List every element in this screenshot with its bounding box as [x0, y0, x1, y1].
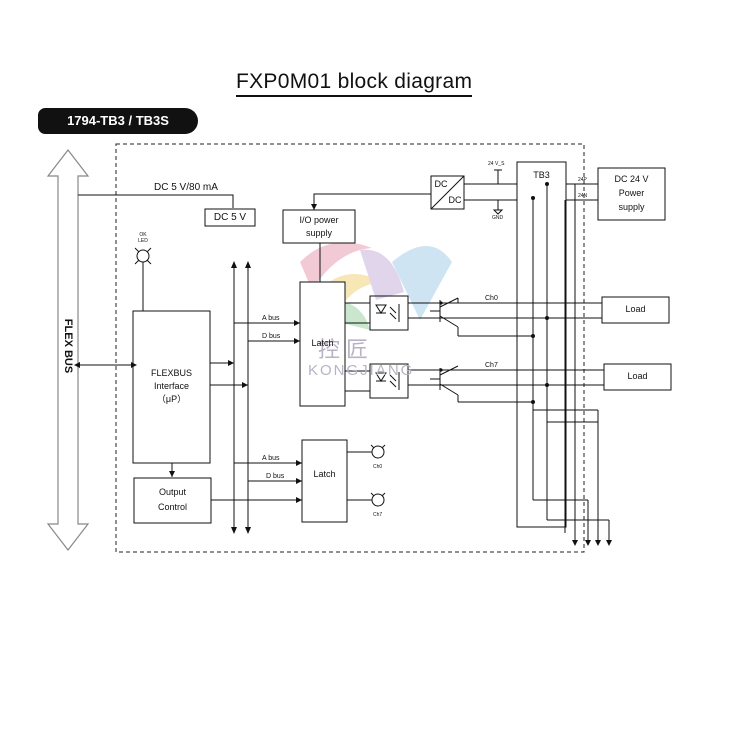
dc5v-box [204, 208, 256, 227]
flexbus-link-arrow [74, 362, 80, 368]
ch7-indicator-icon [347, 492, 386, 507]
a-bus-upper-label: A bus [262, 315, 280, 322]
d-bus-lower-label: D bus [266, 473, 285, 480]
latch-lower-box [301, 439, 348, 523]
terminal-arrows [572, 540, 612, 546]
output-control-box [133, 477, 212, 524]
bus-arrows [228, 261, 302, 534]
flex-bus-label: FLEX BUS [62, 318, 74, 374]
flexbus-interface-line1: FLEXBUS [150, 368, 192, 378]
power-feed-label: DC 5 V/80 mA [154, 182, 218, 193]
gnd-symbol [492, 209, 504, 215]
dcdc-top-label: DC [434, 179, 448, 189]
dc24v-power-supply-box [597, 167, 666, 221]
dcdc-bottom-label: DC [448, 195, 462, 205]
dc5v-label: DC 5 V [213, 212, 247, 223]
tb3-label: TB3 [533, 170, 550, 180]
io-power-arrow [311, 204, 317, 210]
latch-lower-label: Latch [313, 469, 336, 479]
load2-label: Load [627, 371, 648, 381]
output-control-line2: Control [157, 502, 187, 512]
flexbus-interface-line3: （μP） [156, 394, 187, 404]
load2-box [603, 363, 672, 391]
dc24v-line2: Power [618, 188, 645, 198]
watermark-en: KONGJIANG [308, 362, 415, 379]
power-feed-line [78, 194, 234, 208]
load1-box [601, 296, 670, 324]
latch-upper-label: Latch [311, 338, 334, 348]
output-control-line1: Output [158, 487, 187, 497]
interface-to-output-arrow [169, 471, 175, 477]
junction-dots [439, 182, 549, 404]
flexbus-link-arrow-right [131, 362, 137, 368]
io-power-supply-box [282, 209, 356, 244]
module-boundary [115, 143, 585, 553]
flexbus-interface-box [132, 310, 211, 464]
ch7-indicator-label: Ch7 [373, 512, 383, 518]
tb3-terminal-block [516, 161, 567, 528]
a-bus-lower-label: A bus [262, 455, 280, 462]
io-power-feed [313, 193, 431, 210]
latch-upper-box [299, 281, 346, 407]
tb3-bus-lines [532, 183, 610, 545]
ch0-indicator-label: Ch0 [373, 464, 383, 470]
io-power-supply-line2: supply [305, 228, 332, 238]
dc24v-line1: DC 24 V [614, 174, 649, 184]
model-badge: 1794-TB3 / TB3S [38, 108, 198, 134]
ok-led-icon [134, 247, 152, 311]
ch7-line-label: Ch7 [485, 362, 498, 369]
ok-led-label: OK LED [138, 232, 148, 244]
dc24v-line3: supply [618, 202, 645, 212]
terminal-24n-label: 24N [578, 193, 588, 199]
dcdc-diagonal [430, 175, 465, 210]
internal-bus [210, 262, 302, 533]
supply-24vs-label: 24 V_S [488, 161, 505, 167]
ch0-indicator-icon [347, 444, 386, 459]
flex-bus-arrow [46, 149, 90, 551]
flexbus-interface-line2: Interface [153, 381, 190, 391]
diagram-title: FXP0M01 block diagram [236, 70, 473, 97]
load1-label: Load [625, 304, 646, 314]
gnd-label: GND [492, 215, 504, 221]
d-bus-upper-label: D bus [262, 333, 281, 340]
io-power-supply-line1: I/O power [299, 215, 339, 225]
terminal-24p-label: 24P [578, 177, 587, 183]
watermark-cn: 控匠 [318, 337, 375, 362]
ch0-line-label: Ch0 [485, 295, 498, 302]
